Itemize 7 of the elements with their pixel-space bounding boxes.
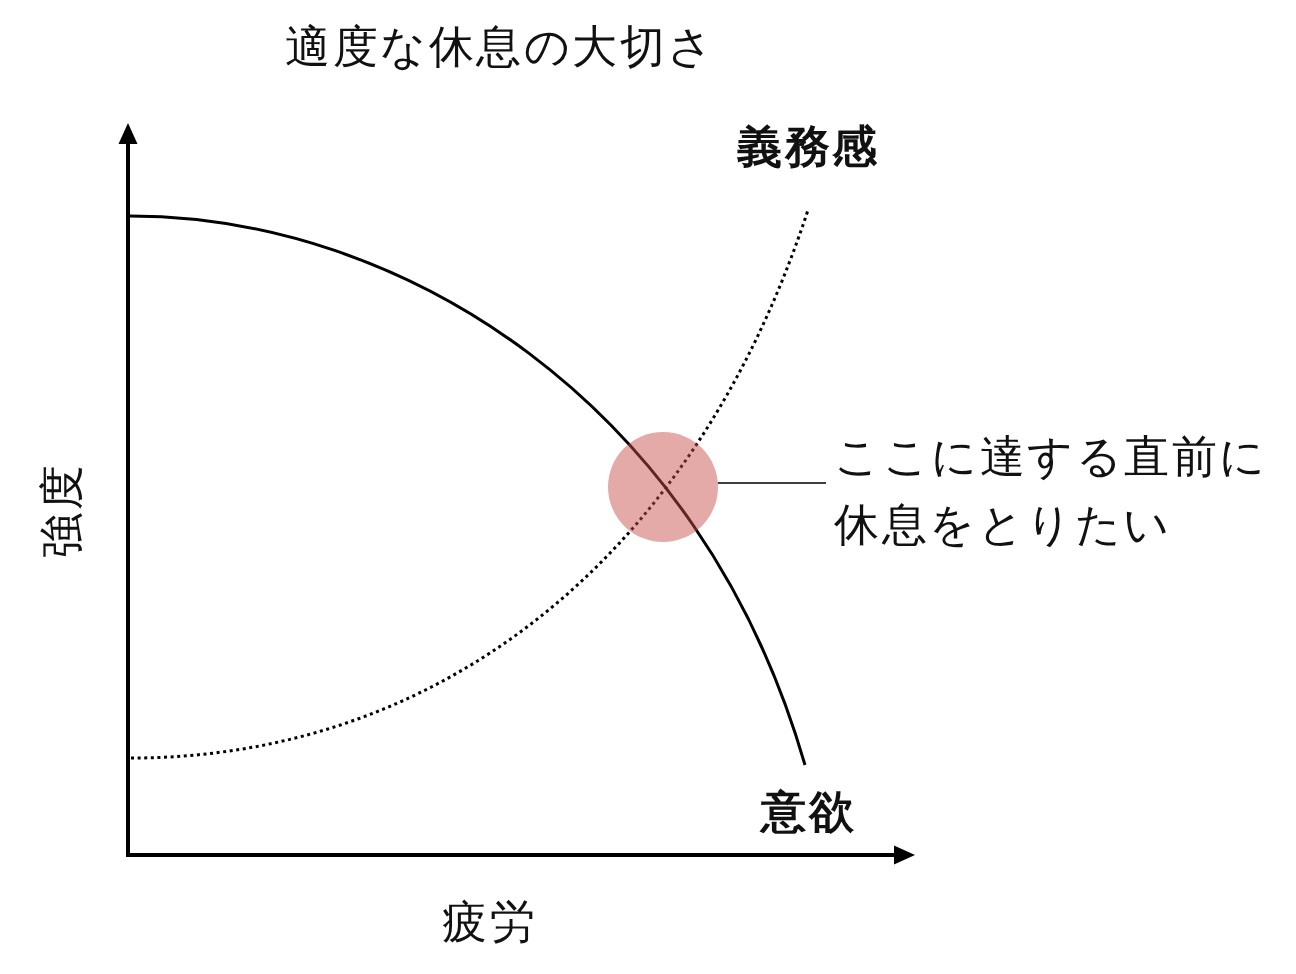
curve-label: 義務感 xyxy=(737,119,880,175)
axis-label: 強度 xyxy=(33,462,89,558)
leader-line xyxy=(717,482,827,484)
axis-label: 疲労 xyxy=(442,894,537,950)
diagram-title: 適度な休息の大切さ xyxy=(285,19,716,75)
callout-text: ここに達する直前に休息をとりたい xyxy=(834,423,1284,559)
curve-label: 意欲 xyxy=(761,784,856,840)
